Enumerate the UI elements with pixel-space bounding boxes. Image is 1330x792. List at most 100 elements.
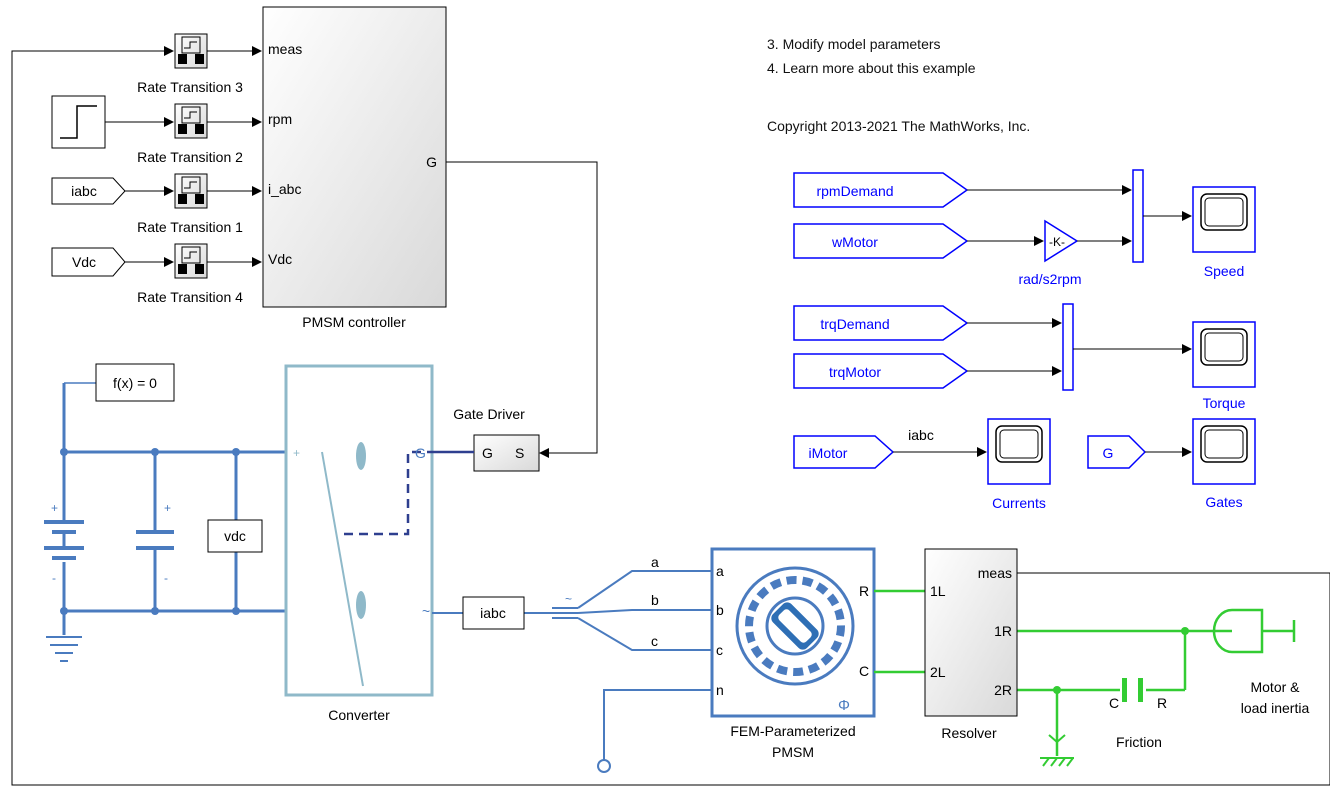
- iabc-current-sensor-block[interactable]: iabc: [462, 596, 525, 630]
- from-vdc-label: Vdc: [72, 254, 96, 270]
- mux-speed[interactable]: [1132, 169, 1144, 263]
- signal-label-iabc: iabc: [908, 427, 934, 443]
- from-iabc-tag[interactable]: iabc: [51, 177, 126, 205]
- converter-tilde-port: ~: [422, 603, 430, 619]
- battery-icon[interactable]: [44, 520, 84, 560]
- rate-transition-4-label: Rate Transition 4: [137, 289, 243, 305]
- gain-block[interactable]: -K-: [1044, 219, 1079, 263]
- inertia-label-line1: Motor &: [1250, 679, 1300, 695]
- copyright-note: Copyright 2013-2021 The MathWorks, Inc.: [767, 118, 1030, 134]
- controller-input-signals: [11, 46, 1330, 786]
- pmsm-port-r: R: [859, 583, 869, 599]
- solver-configuration-label: f(x) = 0: [113, 375, 157, 391]
- goto-rpm-demand-label: rpmDemand: [816, 183, 893, 199]
- goto-rpm-demand[interactable]: rpmDemand: [793, 172, 969, 208]
- pmsm-port-c-mech: C: [859, 663, 869, 679]
- note-item-4[interactable]: 4. Learn more about this example: [767, 60, 976, 76]
- from-vdc-tag[interactable]: Vdc: [51, 247, 126, 277]
- resolver-port-1l: 1L: [930, 583, 946, 599]
- solver-configuration-block[interactable]: f(x) = 0: [95, 363, 175, 402]
- note-item-3[interactable]: 3. Modify model parameters: [767, 36, 941, 52]
- resolver-block[interactable]: [924, 548, 1018, 717]
- inertia-icon[interactable]: [1212, 608, 1296, 654]
- goto-trq-demand-label: trqDemand: [820, 316, 889, 332]
- controller-port-vdc: Vdc: [268, 251, 292, 267]
- pmsm-rotor-icon: [771, 602, 819, 650]
- rate-transition-1-block[interactable]: [174, 173, 208, 209]
- rate-transition-1-label: Rate Transition 1: [137, 219, 243, 235]
- controller-port-iabc: i_abc: [268, 181, 301, 197]
- gain-label: rad/s2rpm: [1018, 271, 1081, 287]
- pmsm-controller-label: PMSM controller: [302, 314, 406, 330]
- from-g-tag[interactable]: G: [1087, 435, 1147, 469]
- friction-icon[interactable]: [1122, 678, 1143, 702]
- step-block[interactable]: [51, 95, 106, 149]
- rate-transition-2-label: Rate Transition 2: [137, 149, 243, 165]
- capacitor-minus-sign: -: [164, 571, 168, 585]
- pmsm-port-a: a: [716, 563, 724, 579]
- pmsm-label-line2: PMSM: [772, 744, 814, 760]
- dc-bus-wiring: [62, 382, 286, 635]
- gate-driver-s-port: S: [515, 445, 524, 461]
- scope-speed-label: Speed: [1204, 263, 1244, 279]
- goto-w-motor[interactable]: wMotor: [793, 223, 969, 259]
- resolver-port-2l: 2L: [930, 664, 946, 680]
- from-g-label: G: [1103, 445, 1114, 461]
- pmsm-phi-symbol: Φ: [838, 697, 850, 714]
- phase-label-a: a: [651, 554, 659, 570]
- three-phase-wiring: [432, 570, 712, 760]
- battery-plus-sign: +: [51, 501, 58, 515]
- converter-g-port: G: [415, 445, 426, 461]
- rate-transition-2-block[interactable]: [174, 103, 208, 139]
- phase-label-b: b: [651, 592, 659, 608]
- pmsm-port-b: b: [716, 602, 724, 618]
- goto-trq-demand[interactable]: trqDemand: [793, 305, 969, 341]
- friction-label: Friction: [1116, 734, 1162, 750]
- resolver-port-meas: meas: [978, 565, 1012, 581]
- pmsm-label-line1: FEM-Parameterized: [730, 723, 855, 739]
- iabc-sensor-label: iabc: [480, 605, 506, 621]
- scope-torque-label: Torque: [1203, 395, 1246, 411]
- rate-transition-3-label: Rate Transition 3: [137, 79, 243, 95]
- friction-port-r: R: [1157, 695, 1167, 711]
- mechanical-junctions: [1053, 627, 1189, 694]
- battery-minus-sign: -: [52, 571, 56, 585]
- vdc-voltage-sensor-block[interactable]: vdc: [207, 519, 263, 553]
- scope-currents-label: Currents: [992, 495, 1046, 511]
- controller-port-rpm: rpm: [268, 111, 292, 127]
- resolver-port-2r: 2R: [994, 682, 1012, 698]
- pmsm-block[interactable]: [710, 547, 876, 718]
- inertia-label-line2: load inertia: [1241, 700, 1310, 716]
- mux-torque[interactable]: [1062, 303, 1074, 391]
- phase-label-c: c: [651, 633, 658, 649]
- resolver-label: Resolver: [941, 725, 997, 741]
- goto-trq-motor[interactable]: trqMotor: [793, 353, 969, 389]
- mechanical-reference-icon[interactable]: [1040, 734, 1074, 767]
- converter-block[interactable]: [284, 364, 434, 697]
- gate-driver-g-port: G: [482, 445, 493, 461]
- goto-w-motor-label: wMotor: [831, 234, 878, 250]
- scope-speed[interactable]: [1192, 186, 1256, 253]
- from-imotor-tag[interactable]: iMotor: [793, 435, 895, 469]
- converter-plus-port: +: [293, 446, 300, 460]
- controller-port-meas: meas: [268, 41, 302, 57]
- from-imotor-label: iMotor: [809, 445, 848, 461]
- scope-torque[interactable]: [1192, 321, 1256, 388]
- pmsm-controller-block[interactable]: [262, 6, 447, 308]
- gain-symbol: -K-: [1049, 235, 1065, 249]
- gate-driver-block[interactable]: [432, 434, 540, 472]
- scope-gates[interactable]: [1192, 418, 1256, 485]
- scope-gates-label: Gates: [1205, 494, 1242, 510]
- controller-port-g: G: [426, 154, 437, 170]
- resolver-port-1r: 1R: [994, 623, 1012, 639]
- electrical-ground-icon[interactable]: [46, 636, 82, 662]
- gate-driver-label: Gate Driver: [453, 406, 525, 422]
- rate-transition-3-block[interactable]: [174, 33, 208, 69]
- friction-port-c: C: [1109, 695, 1119, 711]
- dc-link-capacitor-icon[interactable]: [136, 530, 174, 550]
- pmsm-port-n: n: [716, 682, 724, 698]
- rate-transition-4-block[interactable]: [174, 243, 208, 279]
- scope-currents[interactable]: [987, 418, 1051, 485]
- converter-label: Converter: [328, 707, 390, 723]
